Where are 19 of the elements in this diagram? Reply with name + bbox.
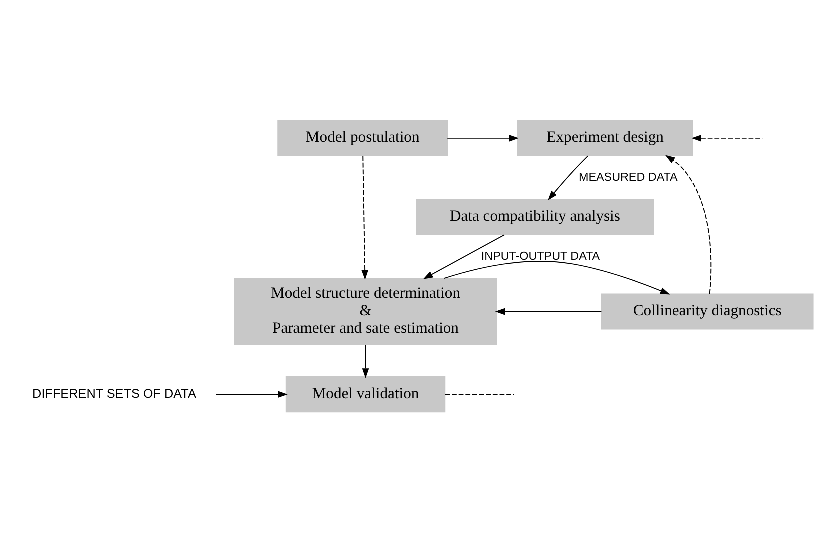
arrow [216,391,288,398]
arrow [362,156,368,280]
arrow [548,156,589,201]
arrow [423,234,506,280]
arrow [444,261,670,295]
node-box: Model validation [286,376,446,413]
node-box: Experiment design [517,120,694,156]
node-text: DIFFERENT SETS OF DATA [32,386,196,401]
arrow [665,155,712,295]
arrow [692,135,764,142]
arrow [447,135,520,142]
arrow [362,344,370,378]
node-box: Data compatibility analysis [416,199,654,236]
node-box: Model structure determination & Parameter and sate estimation [234,278,498,346]
connector [444,394,515,396]
node-box: Model postulation [278,120,448,156]
edge-label: INPUT-OUTPUT DATA [481,250,600,263]
edge-label: MEASURED DATA [579,170,678,184]
node-box: Collinearity diagnostics [601,294,814,330]
